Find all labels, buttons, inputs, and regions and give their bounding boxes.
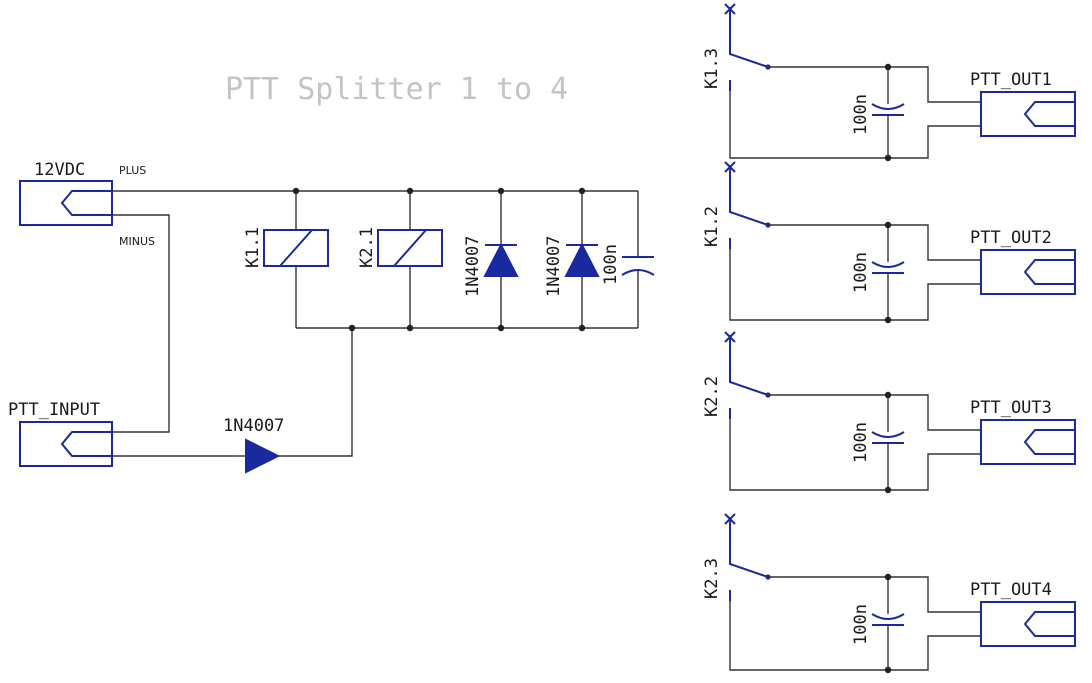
relay-k2-1-label: K2.1 xyxy=(357,227,377,268)
power-connector-label: 12VDC xyxy=(34,160,85,180)
relay-coil-k1-1 xyxy=(263,229,329,267)
output-connector-2 xyxy=(980,249,1076,295)
channel-wiring-4 xyxy=(729,573,981,674)
output-capacitor-3 xyxy=(871,431,905,444)
output-capacitor-label-2: 100n xyxy=(851,252,871,293)
relay-contact-label-4: K2.3 xyxy=(702,558,722,599)
output-connector-label-2: PTT_OUT2 xyxy=(970,228,1052,248)
output-capacitor-1 xyxy=(871,103,905,116)
ptt-input-connector xyxy=(19,421,113,467)
power-connector xyxy=(19,180,113,226)
input-diode xyxy=(232,438,281,474)
supply-capacitor xyxy=(621,256,655,276)
clamp-diode-1 xyxy=(483,242,519,277)
output-capacitor-4 xyxy=(871,613,905,626)
channel-wiring-1 xyxy=(729,63,981,162)
supply-capacitor-label: 100n xyxy=(601,244,621,285)
output-capacitor-label-1: 100n xyxy=(851,94,871,135)
output-connector-3 xyxy=(980,419,1076,465)
clamp-diode-2 xyxy=(564,242,600,277)
minus-label: MINUS xyxy=(119,235,155,248)
left-junctions xyxy=(292,187,586,332)
output-channel-2: K1.2 100n PTT_OUT2 xyxy=(702,161,1076,324)
output-channel-3: K2.2 100n PTT_OUT3 xyxy=(702,331,1076,494)
plus-label: PLUS xyxy=(119,164,146,177)
output-channel-4: K2.3 100n PTT_OUT4 xyxy=(702,513,1076,674)
output-channel-1: K1.3 100n PTT_OUT1 xyxy=(702,3,1076,162)
clamp-diode-1-label: 1N4007 xyxy=(463,236,483,297)
channel-wiring-3 xyxy=(729,391,981,494)
diagram-title: PTT Splitter 1 to 4 xyxy=(225,72,568,107)
relay-contact-1 xyxy=(724,3,771,91)
relay-contact-label-2: K1.2 xyxy=(702,206,722,247)
output-connector-4 xyxy=(980,601,1076,647)
relay-contact-label-1: K1.3 xyxy=(702,48,722,89)
output-channels: K1.3100nPTT_OUT1K1.2100nPTT_OUT2K2.2100n… xyxy=(702,3,1076,674)
relay-k1-1-label: K1.1 xyxy=(243,227,263,268)
relay-contact-2 xyxy=(724,161,771,249)
input-diode-label: 1N4007 xyxy=(223,416,284,436)
channel-wiring-2 xyxy=(729,221,981,324)
output-connector-label-3: PTT_OUT3 xyxy=(970,398,1052,418)
output-capacitor-2 xyxy=(871,261,905,274)
output-connector-1 xyxy=(980,91,1076,137)
relay-contact-4 xyxy=(724,513,771,601)
relay-coil-k2-1 xyxy=(377,229,443,267)
output-connector-label-4: PTT_OUT4 xyxy=(970,580,1052,600)
left-wiring xyxy=(112,190,639,457)
output-capacitor-label-3: 100n xyxy=(851,422,871,463)
clamp-diode-2-label: 1N4007 xyxy=(544,236,564,297)
output-connector-label-1: PTT_OUT1 xyxy=(970,70,1052,90)
ptt-input-label: PTT_INPUT xyxy=(8,400,100,420)
output-capacitor-label-4: 100n xyxy=(851,604,871,645)
relay-contact-label-3: K2.2 xyxy=(702,376,722,417)
relay-contact-3 xyxy=(724,331,771,419)
